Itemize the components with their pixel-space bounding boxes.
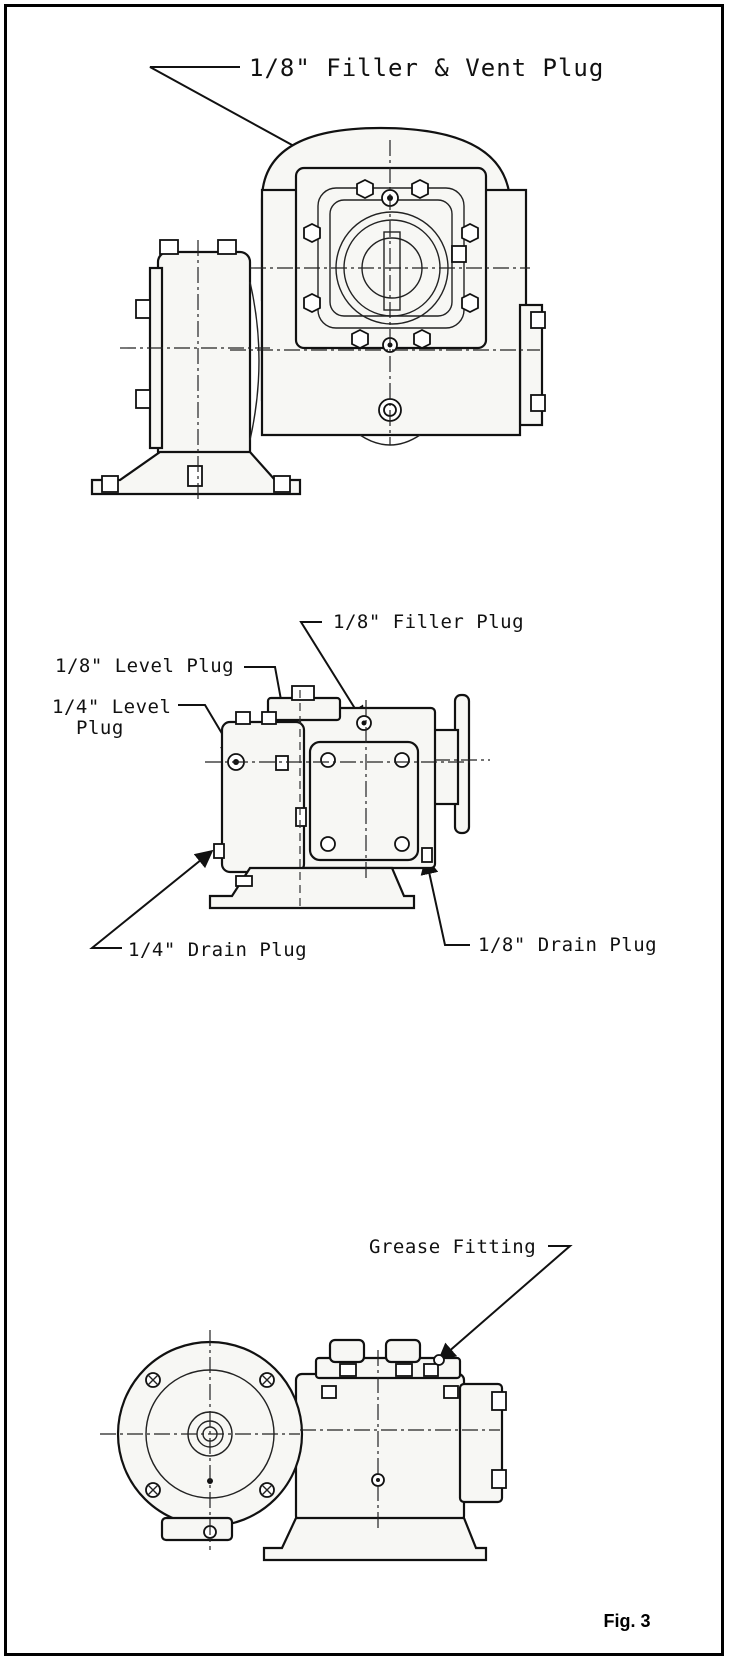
top-view-drawing: 1/8" Filler & Vent Plug (90, 54, 604, 500)
label-grease-fitting: Grease Fitting (369, 1236, 536, 1258)
flange-bolts (303, 178, 479, 350)
label-quarter-level-plug-line2: Plug (76, 717, 124, 739)
front-view-drawing: Grease Fitting (100, 1236, 573, 1562)
label-quarter-drain-plug: 1/4" Drain Plug (128, 939, 307, 961)
label-filler-plug: 1/8" Filler Plug (333, 611, 524, 633)
figure-caption: Fig. 3 (603, 1611, 650, 1631)
side-view-drawing: 1/8" Filler Plug 1/8" Level Plug 1/4" Le… (52, 611, 657, 961)
label-eighth-level-plug: 1/8" Level Plug (55, 655, 234, 677)
motor-mount-bolts (145, 1372, 275, 1498)
label-quarter-level-plug-line1: 1/4" Level (52, 696, 171, 718)
label-eighth-drain-plug: 1/8" Drain Plug (478, 934, 657, 956)
label-filler-vent-plug: 1/8" Filler & Vent Plug (249, 54, 604, 82)
